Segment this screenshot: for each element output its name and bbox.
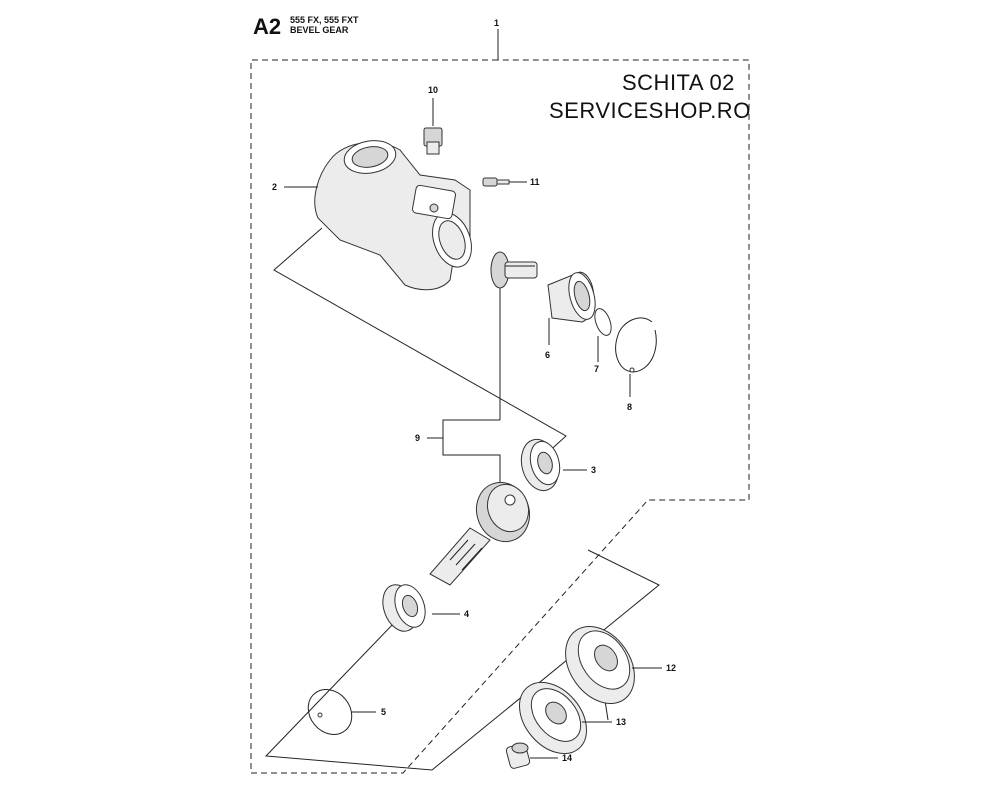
callout-14: 14 [562,753,572,763]
callout-8: 8 [627,402,632,412]
axis-line-housing [273,227,567,456]
watermark-line1: SCHITA 02 [622,70,735,95]
part-4-bearing [382,584,460,632]
part-8-circlip [615,317,657,397]
callout-7: 7 [594,364,599,374]
callout-6: 6 [545,350,550,360]
part-13-thrust-washer [519,681,612,755]
bracket-9 [442,419,501,490]
part-9-pinion-gear-upper [490,251,538,289]
callout-2: 2 [272,182,277,192]
model-names: 555 FX, 555 FXT [290,15,359,25]
axis-line-lower [264,549,660,771]
callout-13: 13 [616,717,626,727]
section-code: A2 [253,14,282,39]
diagram-header: A2 555 FX, 555 FXT BEVEL GEAR [0,0,1000,60]
callout-5: 5 [381,707,386,717]
callout-1: 1 [494,18,499,28]
callout-12: 12 [666,663,676,673]
diagram-title: BEVEL GEAR [290,25,349,35]
part-14-bushing [505,742,558,769]
callout-10: 10 [428,85,438,95]
callout-11: 11 [530,177,540,187]
part-11-screw [482,177,527,187]
callout-3: 3 [591,465,596,475]
part-6-bearing [547,271,596,345]
part-5-circlip [307,689,376,735]
callout-4: 4 [464,609,469,619]
part-2-gear-housing [314,140,472,291]
part-3-bearing [520,438,587,492]
part-10-plug [423,98,443,155]
callout-9: 9 [415,433,420,443]
part-7-ring [594,308,612,362]
watermark-line2: SERVICESHOP.RO [549,98,751,123]
part-9-bevel-gear-shaft [429,481,530,586]
assembly-boundary [250,59,750,774]
part-12-flange [565,626,662,704]
